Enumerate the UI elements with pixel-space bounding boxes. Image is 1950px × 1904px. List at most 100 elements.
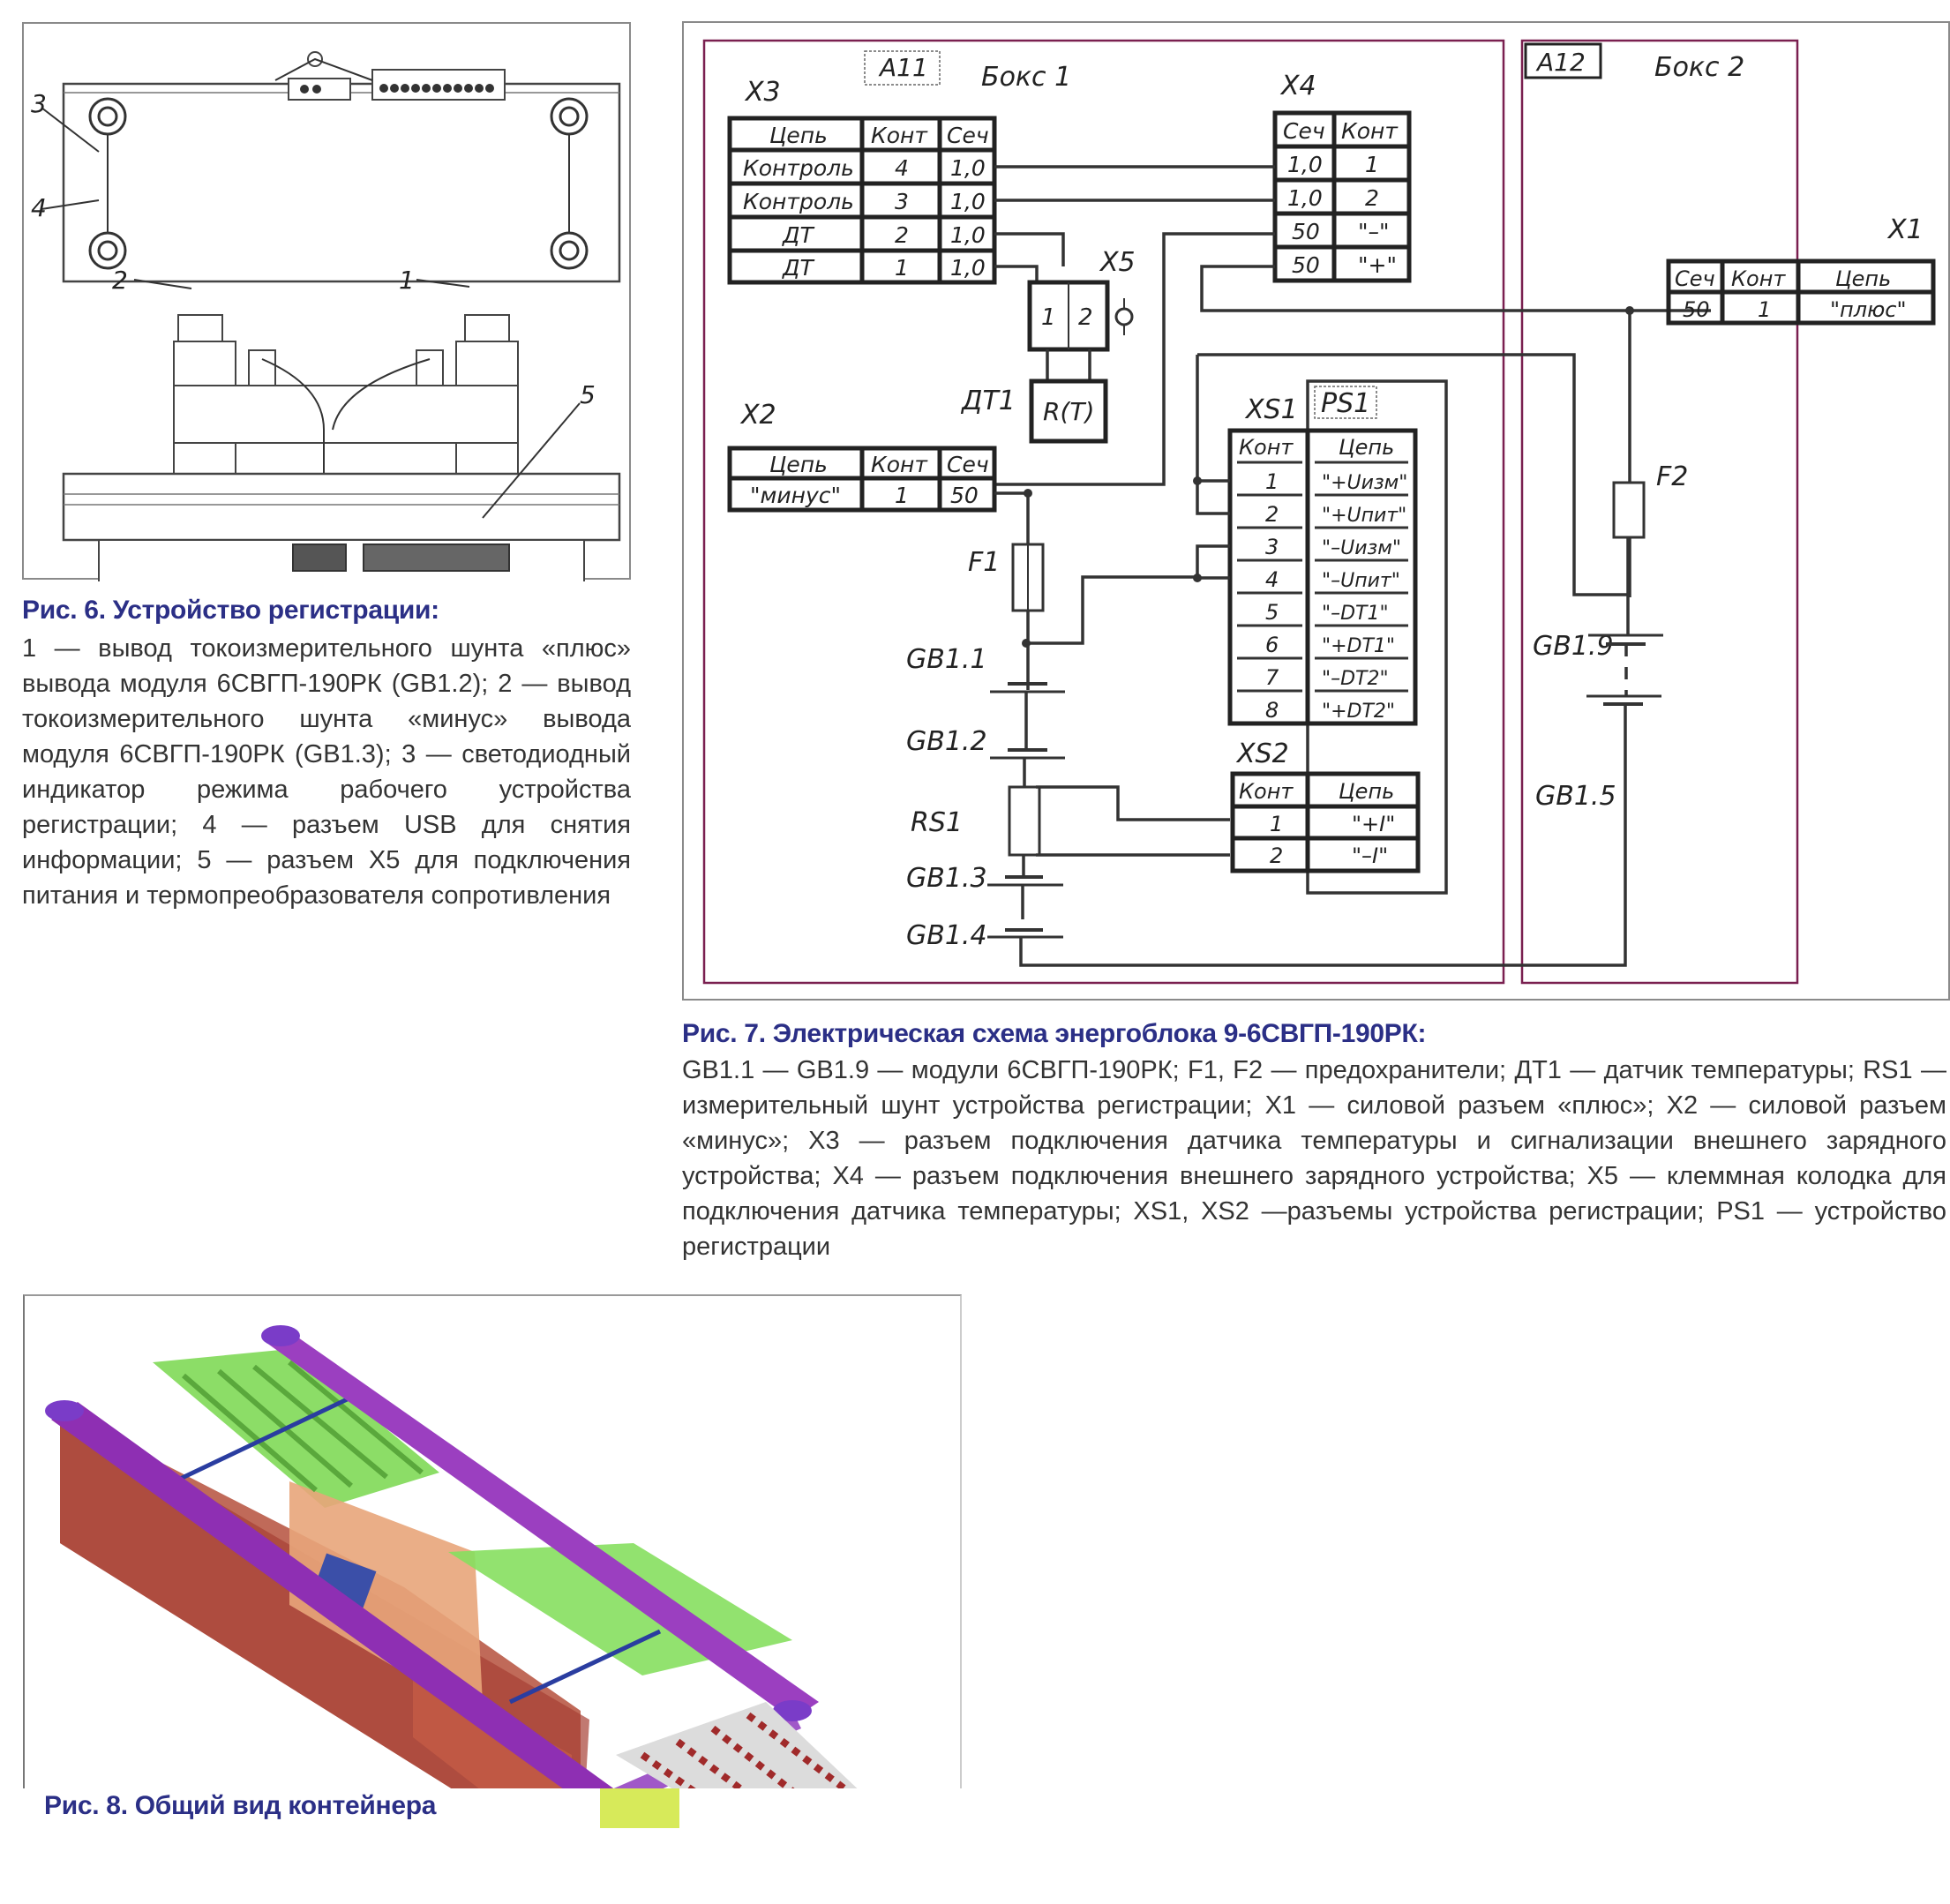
x3-cell: Контроль xyxy=(743,155,854,181)
xs1-header-circuit: Цепь xyxy=(1339,435,1394,460)
shield-terminal-icon xyxy=(1114,307,1134,326)
shunt-rs1 xyxy=(1008,785,1041,857)
gb11-label: GB1.1 xyxy=(906,644,987,675)
x2-label: X2 xyxy=(739,400,776,431)
xs1-cell-circuit: "–DT1" xyxy=(1322,603,1389,625)
xs1-cell-contact: 8 xyxy=(1265,698,1279,723)
xs1-table: Конт Цепь 1"+Uизм"2"+Uпит"3"–Uизм"4"–Uпи… xyxy=(1227,428,1418,726)
x3-cell: 3 xyxy=(895,189,909,214)
xs1-cell-circuit: "–Uизм" xyxy=(1322,537,1401,559)
x5-label: X5 xyxy=(1099,247,1136,278)
callout-1: 1 xyxy=(399,266,415,295)
x4-cell: 50 xyxy=(1292,219,1320,244)
xs1-cell-contact: 4 xyxy=(1265,567,1279,592)
x3-cell: 1,0 xyxy=(950,222,986,248)
x3-cell: 1,0 xyxy=(950,255,986,281)
x2-cell: "минус" xyxy=(750,483,841,508)
x3-cell: 1 xyxy=(895,255,909,281)
fig6-drawing: 3 4 2 1 5 xyxy=(22,22,631,611)
top-plate xyxy=(62,82,621,283)
shunt-assembly xyxy=(62,314,621,611)
xs1-cell-contact: 3 xyxy=(1265,535,1279,559)
xs1-cell-circuit: "+DT2" xyxy=(1322,701,1395,723)
x3-cell: 4 xyxy=(895,155,909,181)
xs2-label: XS2 xyxy=(1235,738,1289,769)
x3-header-circuit: Цепь xyxy=(769,123,828,148)
xs1-cell-contact: 5 xyxy=(1265,600,1279,625)
gb12-label: GB1.2 xyxy=(906,726,987,757)
x3-cell: ДТ xyxy=(782,222,815,248)
xs2-cell: "+I" xyxy=(1352,812,1395,836)
fig8-caption-title: Рис. 8. Общий вид контейнера xyxy=(44,1791,437,1820)
a11-tag: A11 xyxy=(878,53,928,82)
lifting-eye xyxy=(261,1325,300,1346)
xs1-cell-circuit: "–DT2" xyxy=(1322,668,1389,690)
xs2-cell: 2 xyxy=(1270,843,1283,868)
x1-table: Сеч Конт Цепь 50 1 "плюс" xyxy=(1666,259,1936,326)
x1-cell: "плюс" xyxy=(1830,297,1907,322)
xs1-header-contact: Конт xyxy=(1239,435,1294,460)
dt1-value: R(T) xyxy=(1043,397,1094,426)
fig7-schematic-frame: A11 Бокс 1 A12 Бокс 2 X3 Цепь Конт Сеч К… xyxy=(682,21,1950,1001)
fig6-caption-title: Рис. 6. Устройство регистрации: xyxy=(22,596,439,625)
gb15-label: GB1.5 xyxy=(1535,781,1616,812)
rs1-label: RS1 xyxy=(911,807,963,838)
callout-5: 5 xyxy=(580,380,596,409)
xs2-cell: 1 xyxy=(1270,812,1283,836)
x3-cell: 1,0 xyxy=(950,155,986,181)
xs1-label: XS1 xyxy=(1244,394,1298,425)
a12-tag: A12 xyxy=(1535,48,1586,77)
electrical-schematic: A11 Бокс 1 A12 Бокс 2 X3 Цепь Конт Сеч К… xyxy=(702,39,1936,985)
xs1-cell-contact: 6 xyxy=(1265,633,1279,657)
x4-cell: "+" xyxy=(1358,252,1397,278)
x3-cell: 2 xyxy=(895,222,909,248)
x4-cell: 2 xyxy=(1365,185,1379,211)
a11-tag-box xyxy=(864,50,941,86)
x4-header-section: Сеч xyxy=(1283,118,1325,144)
xs2-cell: "–I" xyxy=(1352,843,1388,868)
x3-cell: Контроль xyxy=(743,189,854,214)
x1-label: X1 xyxy=(1886,214,1924,245)
x4-cell: "–" xyxy=(1358,219,1390,244)
x1-header-circuit: Цепь xyxy=(1835,266,1891,291)
xs1-cell-contact: 2 xyxy=(1265,502,1279,527)
f2-label: F2 xyxy=(1656,461,1688,492)
x3-table: Цепь Конт Сеч Контроль 4 1,0 Контроль 3 … xyxy=(727,116,997,285)
xs1-cell-circuit: "–Uпит" xyxy=(1322,570,1400,592)
x1-cell: 1 xyxy=(1758,297,1771,322)
f1-label: F1 xyxy=(968,547,1000,578)
battery-compartment-1 xyxy=(153,1349,439,1508)
frame-rail-front xyxy=(51,1402,614,1788)
lifting-eye xyxy=(45,1400,84,1421)
frame-rail-back xyxy=(263,1331,819,1720)
x2-header-section: Сеч xyxy=(947,452,989,477)
registration-device-drawing: 3 4 2 1 5 xyxy=(31,51,621,611)
xs1-cell-circuit: "+DT1" xyxy=(1322,635,1395,657)
xs2-header-circuit: Цепь xyxy=(1339,779,1394,804)
x2-cell: 1 xyxy=(895,483,909,508)
box1-outline xyxy=(702,39,1505,985)
x1-header-section: Сеч xyxy=(1675,266,1715,291)
box1-label: Бокс 1 xyxy=(981,62,1071,93)
x3-header-contact: Конт xyxy=(871,123,928,148)
mount-holes xyxy=(88,97,589,270)
xs1-cell-contact: 1 xyxy=(1265,469,1279,494)
dt1-label: ДТ1 xyxy=(960,386,1016,416)
fig7-caption-body: GB1.1 — GB1.9 — модули 6СВГП-190РК; F1, … xyxy=(682,1056,1946,1261)
x1-cell: 50 xyxy=(1683,297,1710,322)
xs1-cell-circuit: "+Uпит" xyxy=(1322,505,1406,527)
x4-cell: 50 xyxy=(1292,252,1320,278)
box2-outline xyxy=(1520,39,1799,985)
fig8-image-overflow xyxy=(600,1788,679,1828)
x4-cell: 1,0 xyxy=(1287,185,1323,211)
x4-cell: 1 xyxy=(1365,152,1379,177)
x4-cell: 1,0 xyxy=(1287,152,1323,177)
x2-cell: 50 xyxy=(950,483,979,508)
fig7-caption-title: Рис. 7. Электрическая схема энергоблока … xyxy=(682,1019,1427,1048)
connector-x5 xyxy=(363,543,510,572)
x3-header-section: Сеч xyxy=(947,123,989,148)
xs2-header-contact: Конт xyxy=(1239,779,1294,804)
a12-tag-box xyxy=(1524,42,1602,79)
callout-2: 2 xyxy=(112,266,128,295)
x4-table: Сеч Конт 1,0 1 1,0 2 50 "–" 50 "+" xyxy=(1272,110,1412,283)
